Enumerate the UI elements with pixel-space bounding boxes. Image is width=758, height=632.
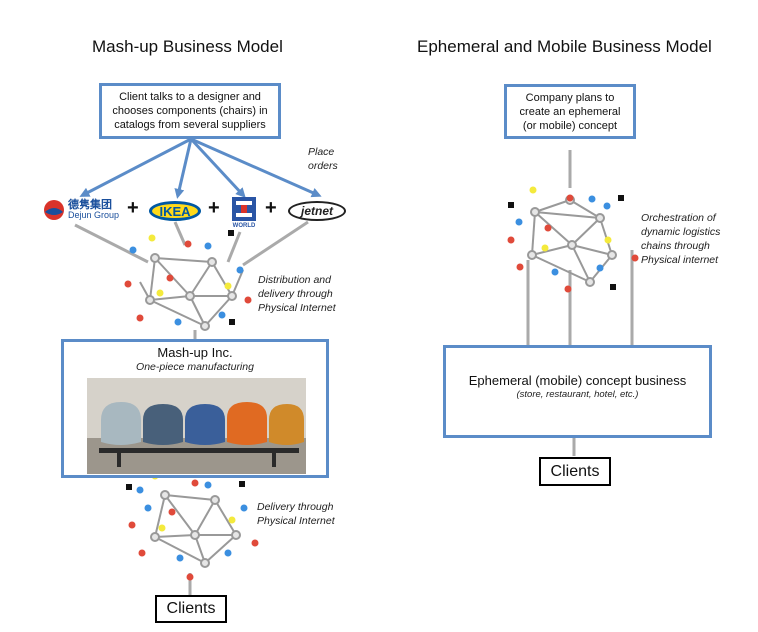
chairs-photo	[87, 378, 306, 474]
plus-sign-2: +	[208, 197, 220, 219]
network-left-distribution	[139, 253, 244, 331]
client-box: Client talks to a designer and chooses c…	[99, 83, 281, 139]
dejun-english-text: Dejun Group	[67, 210, 120, 220]
distribution-label: Distribution and delivery through Physic…	[258, 274, 336, 314]
jetnet-logo: jetnet	[288, 201, 346, 221]
hm-world-logo: WORLD	[229, 192, 259, 232]
client-box-text: Client talks to a designer and chooses c…	[112, 91, 268, 131]
ephemeral-business-box: Ephemeral (mobile) concept business (sto…	[443, 345, 712, 438]
order-arrows	[79, 137, 322, 199]
ikea-logo: IKEA	[149, 201, 201, 221]
delivery-label: Delivery through Physical Internet	[257, 501, 335, 527]
ephemeral-business-subtitle: (store, restaurant, hotel, etc.)	[516, 389, 639, 400]
mashup-title: Mash-up Inc.	[157, 345, 233, 360]
network-right-orchestration	[527, 195, 617, 287]
dejun-emblem-icon	[43, 200, 64, 220]
dejun-chinese-text: 德隽集团	[67, 198, 112, 211]
right-title: Ephemeral and Mobile Business Model	[417, 37, 712, 56]
place-orders-label: Place orders	[308, 146, 338, 172]
dejun-group-logo: 德隽集团 Dejun Group	[40, 195, 122, 225]
right-clients-box: Clients	[539, 457, 611, 486]
arrow-to-hm	[189, 137, 246, 198]
hm-emblem-icon	[232, 197, 256, 221]
arrow-to-ikea	[174, 138, 193, 199]
mashup-subtitle: One-piece manufacturing	[136, 361, 254, 373]
mashup-box: Mash-up Inc. One-piece manufacturing	[61, 339, 329, 478]
orchestration-label: Orchestration of dynamic logistics chain…	[641, 212, 721, 266]
arrow-to-dejun	[79, 137, 192, 197]
plus-sign-3: +	[265, 197, 277, 219]
jetnet-text: jetnet	[300, 204, 333, 218]
company-box: Company plans to create an ephemeral (or…	[504, 84, 636, 139]
network-left-delivery	[150, 490, 241, 568]
ikea-text: IKEA	[159, 203, 191, 219]
arrow-to-jetnet	[190, 137, 322, 198]
left-title: Mash-up Business Model	[92, 37, 283, 56]
network-left-delivery-dots	[126, 472, 259, 581]
hm-world-text: WORLD	[232, 223, 256, 229]
company-box-text: Company plans to create an ephemeral (or…	[519, 92, 621, 132]
network-right-dots	[507, 186, 639, 293]
network-left-distribution-dots	[124, 230, 252, 326]
left-clients-box: Clients	[155, 595, 227, 623]
ephemeral-business-title: Ephemeral (mobile) concept business	[468, 373, 687, 388]
plus-sign-1: +	[127, 197, 139, 219]
